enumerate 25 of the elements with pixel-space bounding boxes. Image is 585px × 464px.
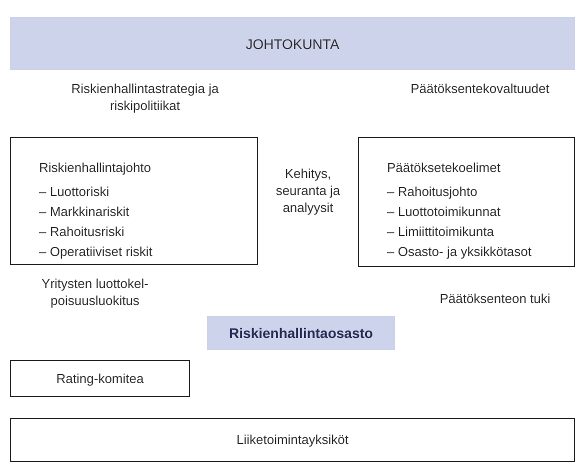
- list-item: – Limiittitoimikunta: [387, 223, 494, 241]
- rating-note: Yritysten luottokel- poisuusluokitus: [40, 275, 150, 309]
- box-title: Liiketoimintayksiköt: [236, 431, 348, 449]
- committee-box: [10, 360, 190, 397]
- management-box: [10, 137, 258, 265]
- strategy-note: Riskienhallintastrategia ja riskipolitiikat: [70, 80, 220, 114]
- business-units-box: [10, 418, 575, 462]
- list-item: – Markkinariskit: [39, 203, 130, 221]
- authority-note: Päätöksentekovaltuudet: [410, 80, 550, 97]
- box-title: Rating-komitea: [56, 370, 144, 388]
- box-heading: Riskienhallintajohto: [39, 159, 152, 177]
- box-heading: Päätöksetekoelimet: [387, 159, 500, 177]
- analysis-note: Kehitys, seuranta ja analyysit: [274, 165, 342, 216]
- box-title: JOHTOKUNTA: [246, 34, 340, 54]
- list-item: – Luottoriski: [39, 183, 110, 201]
- department-box: [207, 316, 395, 350]
- board-band: [10, 17, 575, 70]
- list-item: – Rahoitusriski: [39, 223, 124, 241]
- list-item: – Rahoitusjohto: [387, 183, 478, 201]
- support-note: Päätöksenteon tuki: [438, 290, 552, 307]
- box-title: Riskienhallintaosasto: [229, 324, 373, 343]
- decision-bodies-box: [358, 137, 575, 267]
- list-item: – Osasto- ja yksikkötasot: [387, 243, 532, 261]
- list-item: – Luottotoimikunnat: [387, 203, 500, 221]
- list-item: – Operatiiviset riskit: [39, 243, 152, 261]
